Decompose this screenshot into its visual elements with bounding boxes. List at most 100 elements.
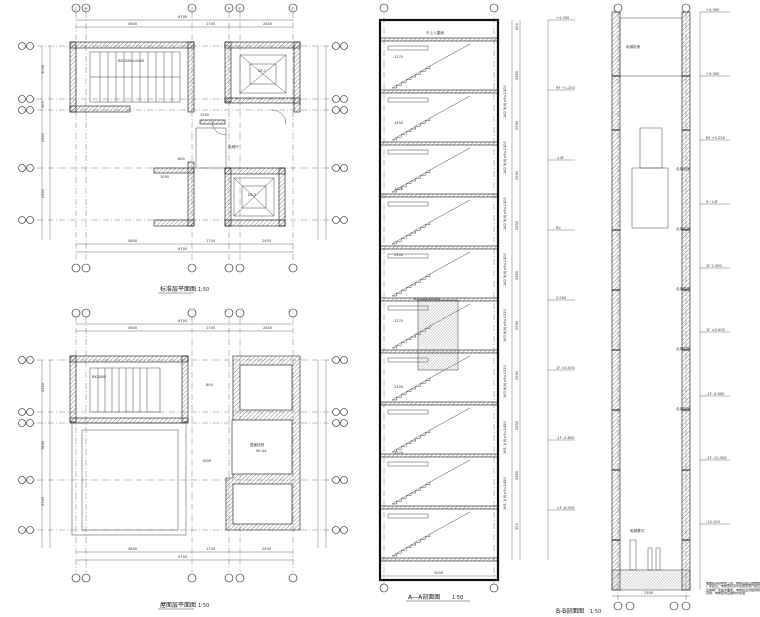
step-note: 161.1(6)×9=1450 xyxy=(503,420,507,454)
svg-text:Ⓕ: Ⓕ xyxy=(291,6,295,11)
svg-text:2400: 2400 xyxy=(262,547,272,551)
svg-text:2300: 2300 xyxy=(41,496,45,506)
general-notes: 电梯机房结构施工时，电梯设备应由电梯厂家配合，电梯安装须符合国家现行规范及电梯厂… xyxy=(706,582,760,596)
level-marker: RF +1.250 xyxy=(706,136,726,140)
level-dim: 2950 xyxy=(515,270,519,280)
svg-text:DT-1: DT-1 xyxy=(258,69,266,73)
svg-text:4800: 4800 xyxy=(128,22,138,26)
level-dim: 2950 xyxy=(515,70,519,80)
level-dim: 2950 xyxy=(515,120,519,130)
floor-slab xyxy=(379,401,499,406)
level-dim: 2950 xyxy=(515,170,519,180)
svg-text:2300: 2300 xyxy=(41,382,45,392)
floor-slab xyxy=(379,37,499,42)
level-marker: 2F 2.950 xyxy=(706,264,722,268)
level-marker: RF +1.250 xyxy=(556,86,576,90)
machine-room-label: 电梯机房 xyxy=(626,44,641,49)
level-dim: 2950 xyxy=(515,320,519,330)
svg-text:800: 800 xyxy=(178,157,186,161)
level-dim: 300 xyxy=(515,522,519,530)
stair-flight xyxy=(391,251,471,297)
floor-label: 合用前室 xyxy=(676,286,691,291)
level-marker: +3.350 xyxy=(706,72,720,76)
step-note: 161.1(6)×9=1450 xyxy=(503,476,507,510)
svg-text:4800: 4800 xyxy=(128,547,138,551)
svg-text:1050: 1050 xyxy=(160,175,170,179)
standard-floor-plan: Ⓛ Ⓜ Ⓙ Ⓗ Ⓖ Ⓕ 9700 4800 1700 2400 xyxy=(18,3,348,294)
roof-stair xyxy=(89,367,161,413)
step-note: 162.5(6)×8=1300 xyxy=(503,84,507,118)
svg-text:4800: 4800 xyxy=(128,239,138,243)
plan-bottom-title: 屋面层平面图 xyxy=(160,602,196,609)
step-note: 163.8(6)×8=1310 xyxy=(503,308,507,342)
svg-text:2300: 2300 xyxy=(41,188,45,198)
shaded-section-area xyxy=(417,299,459,371)
level-marker: +4.350 xyxy=(556,16,570,20)
svg-text:2500: 2500 xyxy=(41,132,45,142)
dim-left: 1270 xyxy=(394,55,404,59)
level-marker: 3~14F xyxy=(706,200,718,204)
level-marker: -14F xyxy=(556,156,564,160)
svg-text:9700: 9700 xyxy=(178,555,188,559)
plan-top-scale: 1:50 xyxy=(198,287,209,293)
plan-top-axis-bubbles: Ⓛ Ⓜ Ⓙ Ⓗ Ⓖ Ⓕ xyxy=(71,3,298,13)
level-marker: -2F -8.950 xyxy=(556,506,575,510)
stair-flight xyxy=(391,459,471,505)
svg-text:Ⓜ: Ⓜ xyxy=(84,6,88,11)
level-marker: -1F -5.850 xyxy=(556,436,575,440)
level-marker: -2F -10.300 xyxy=(706,456,727,460)
level-dim: 2950 xyxy=(515,370,519,380)
floor-slab xyxy=(379,505,499,510)
level-marker: 2.950 xyxy=(556,296,567,300)
dim-left: 1450 xyxy=(394,121,404,125)
svg-text:1700: 1700 xyxy=(206,326,216,330)
svg-text:Ⓗ: Ⓗ xyxy=(227,6,231,11)
level-marker: 1F ±0.000 xyxy=(556,366,576,370)
plan-top-title: 标准层平面图 xyxy=(160,285,196,293)
floor-label: 合用前室 xyxy=(676,346,691,351)
level-dim: 2950 xyxy=(515,420,519,430)
level-dim: 600 xyxy=(515,22,519,30)
svg-text:5000: 5000 xyxy=(434,571,444,575)
stair-wall-left xyxy=(69,41,77,113)
step-note: 162.5(6)×8=1300 xyxy=(503,196,507,230)
section-b-title: B-B剖面图 xyxy=(556,607,584,615)
level-dim: 2950 xyxy=(515,220,519,230)
dim-left: 1270 xyxy=(394,451,404,455)
stair-flight xyxy=(391,95,471,141)
svg-text:Ⓙ: Ⓙ xyxy=(190,6,194,11)
elevator-shaft-1: DT-1 xyxy=(239,54,287,94)
stair-flight xyxy=(391,407,471,453)
floor-label: 合用前室 xyxy=(676,226,691,231)
stair-flight xyxy=(391,43,471,89)
level-dim: 2950 xyxy=(515,470,519,480)
svg-text:屋面检修: 屋面检修 xyxy=(250,442,265,447)
dim-left: 1270 xyxy=(394,319,404,323)
svg-text:3000: 3000 xyxy=(41,64,45,74)
level-marker: -12.100 xyxy=(706,520,721,524)
svg-text:2400: 2400 xyxy=(262,239,272,243)
roof-plan: 9700 4800 1700 2400 2300 7800 xyxy=(18,308,348,610)
svg-text:9700: 9700 xyxy=(178,319,188,323)
svg-text:2300: 2300 xyxy=(644,591,654,595)
svg-text:BK2080: BK2080 xyxy=(92,375,107,379)
step-note: 162.5(6)×8=1300 xyxy=(503,140,507,174)
floor-slab xyxy=(379,141,499,146)
svg-text:500: 500 xyxy=(41,100,45,108)
level-marker: +4.950 xyxy=(706,8,720,12)
svg-text:Ⓖ: Ⓖ xyxy=(238,6,242,11)
svg-text:1700: 1700 xyxy=(206,547,216,551)
svg-text:2400: 2400 xyxy=(263,22,273,26)
svg-text:1200: 1200 xyxy=(200,113,210,117)
step-note: 162.5(6)×8=1300 xyxy=(503,252,507,286)
elevator-car xyxy=(639,127,663,169)
section-a-title: A—A剖面图 xyxy=(408,593,440,601)
dim-left: 1270 xyxy=(394,187,404,191)
stair-flight xyxy=(391,199,471,245)
plan-top-side-bubbles xyxy=(18,42,348,224)
level-marker: 1F ±0.000 xyxy=(706,328,726,332)
floor-slab xyxy=(379,557,499,562)
section-a-scale: 1:50 xyxy=(452,595,463,601)
